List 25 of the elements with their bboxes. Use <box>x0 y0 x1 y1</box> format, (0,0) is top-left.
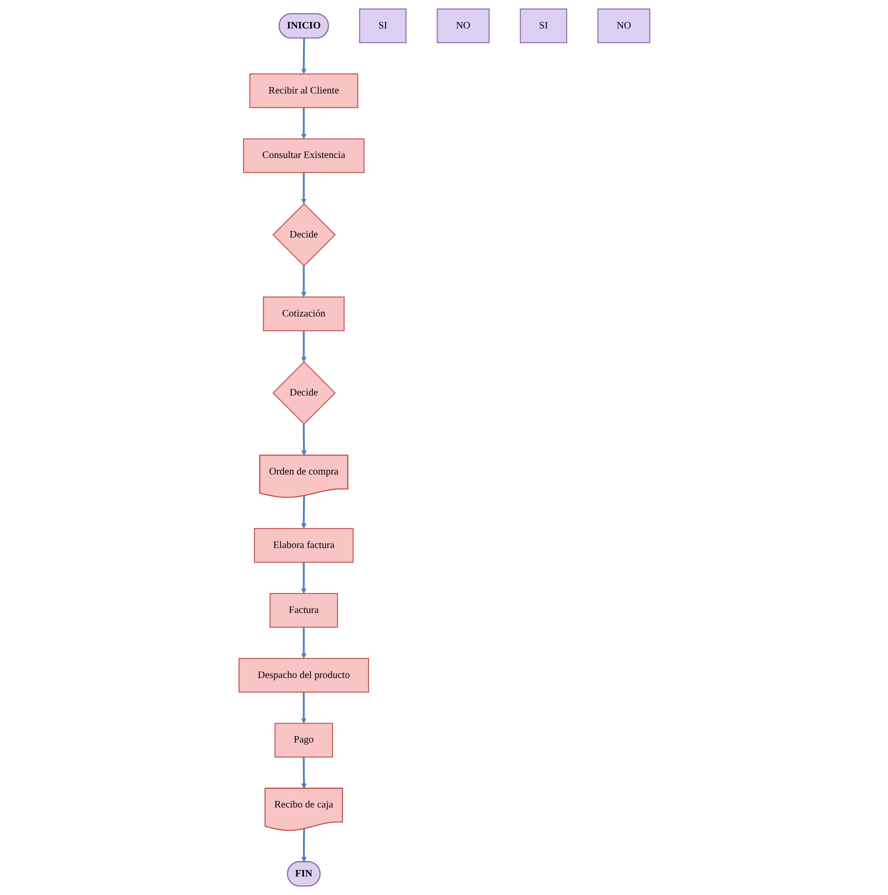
node-diamond: Decide <box>272 203 336 266</box>
node-box: NO <box>436 8 490 44</box>
arrow <box>300 627 306 659</box>
node-box: Pago <box>274 722 333 758</box>
arrow <box>300 108 306 140</box>
arrow <box>300 266 306 298</box>
arrow <box>300 562 306 594</box>
node-box: Elabora factura <box>254 528 354 563</box>
arrow <box>300 172 306 204</box>
arrow <box>300 692 306 724</box>
node-box: Consultar Existencia <box>242 138 364 174</box>
node-box: Despacho del producto <box>238 658 369 693</box>
node-box: Recibir al Cliente <box>248 73 358 108</box>
node-box: NO <box>597 8 650 44</box>
arrow <box>300 424 306 456</box>
arrow <box>300 757 306 789</box>
node-box: SI <box>519 8 567 44</box>
node-box: SI <box>358 8 406 44</box>
arrow <box>300 496 306 529</box>
node-box: Cotización <box>262 296 344 332</box>
arrow <box>300 38 306 74</box>
arrow <box>300 828 306 862</box>
node-diamond: Decide <box>272 361 336 425</box>
arrow <box>300 330 306 362</box>
node-box: Factura <box>269 593 338 628</box>
